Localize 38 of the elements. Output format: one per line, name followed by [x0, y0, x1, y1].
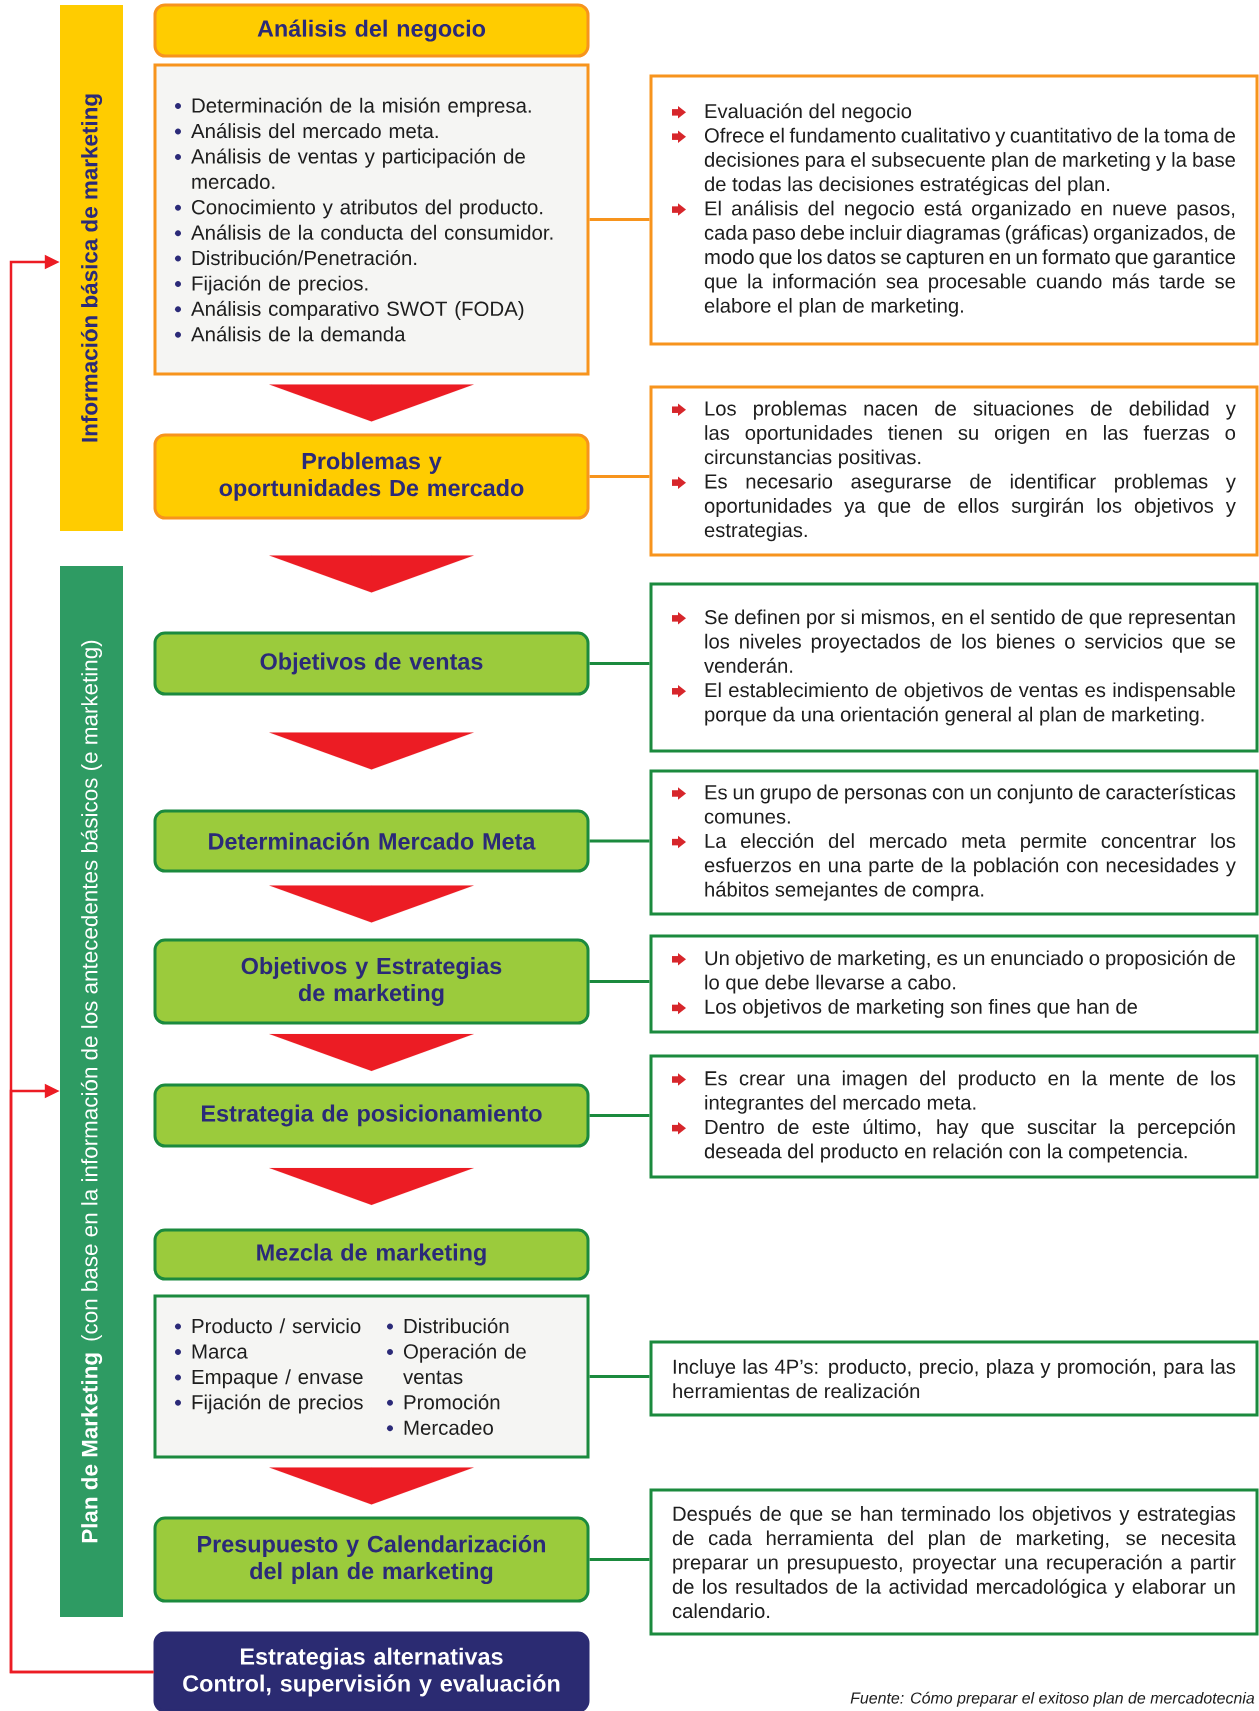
feedback-arrow: [9, 1083, 154, 1674]
step-box: Objetivos y Estrategias de marketing: [153, 938, 590, 1025]
connector-line: [589, 1375, 650, 1378]
description-box: Incluye las 4P’s: producto, precio, plaza y promoción, para las herramientas de realización: [649, 1340, 1259, 1417]
step-box: Mezcla de marketing: [153, 1228, 590, 1281]
chevron-arrow: [269, 1034, 474, 1071]
step-box: Objetivos de ventas: [153, 631, 590, 696]
side-band: Plan de Marketing (con base en la información de los antecedentes básicos (e marketing): [60, 566, 123, 1617]
connector-line: [589, 1114, 650, 1117]
chevron-arrow: [269, 885, 474, 923]
chevron-arrow: [269, 555, 474, 593]
bullet-list-box: Determinación de la misión empresa. Análisis del mercado meta. Análisis de ventas y participación de mercado. Conocimiento y atributos del producto. Análisis de la conducta del consumidor. Distribución/Penetración. Fijación de precios. Análisis comparativo SWOT (FODA) Análisis de la demanda: [153, 63, 590, 376]
connector-line: [589, 839, 650, 843]
connector-line: [589, 475, 650, 478]
chevron-arrow: [269, 732, 474, 770]
description-box: Se definen por si mismos, en el sentido de que representan los niveles proyectados de los bienes o servicios que se venderán. El establecimiento de objetivos de ventas es indispensable porque da una orientación general al plan de marketing.: [649, 582, 1259, 753]
description-box: Es un grupo de personas con un conjunto de características comunes. La elección del mercado meta permite concentrar los esfuerzos en una parte de la población con necesidades y hábitos semejantes de compra.: [649, 769, 1259, 916]
chevron-arrow: [269, 1168, 474, 1205]
step-box: Determinación Mercado Meta: [153, 809, 590, 873]
description-box: Un objetivo de marketing, es un enunciado o proposición de lo que debe llevarse a cabo. Los objetivos de marketing son fines que han de: [649, 934, 1259, 1034]
final-box: Estrategias alternativas Control, supervisión y evaluación: [153, 1631, 590, 1711]
description-box: Es crear una imagen del producto en la mente de los integrantes del mercado meta. Dentro de este último, hay que suscitar la percepción deseada del producto en relación con la competencia.: [649, 1054, 1259, 1179]
description-box: Los problemas nacen de situaciones de debilidad y las oportunidades tienen su origen en las fuerzas o circunstancias positivas. Es necesario asegurarse de identificar problemas y oportunidades ya que de ellos surgirán los objetivos y estrategias.: [649, 385, 1259, 557]
step-box: Estrategia de posicionamiento: [153, 1083, 590, 1148]
description-box: Evaluación del negocio Ofrece el fundamento cualitativo y cuantitativo de la toma de decisiones para el subsecuente plan de marketing y la base de todas las decisiones estratégicas del plan. El análisis del negocio está organizado en nueve pasos, cada paso debe incluir diagramas (gráficas) organizados, de modo que los datos se capturen en un formato que garantice que la información sea procesable cuando más tarde se elabore el plan de marketing.: [649, 74, 1259, 346]
step-box: Análisis del negocio: [153, 3, 590, 58]
source-note: Fuente: Cómo preparar el exitoso plan de mercadotecnia: [850, 1691, 1255, 1707]
step-box: Presupuesto y Calendarización del plan de marketing: [153, 1516, 590, 1603]
connector-line: [589, 1558, 650, 1561]
connector-line: [589, 980, 650, 983]
bullet-list-box: Producto / servicio Marca Empaque / envase Fijación de precios Distribución Operación de ventas Promoción Mercadeo: [153, 1294, 590, 1459]
chevron-arrow: [269, 384, 474, 422]
connector-line: [589, 662, 650, 665]
side-band: Información básica de marketing: [60, 5, 123, 531]
step-box: Problemas y oportunidades De mercado: [153, 433, 590, 520]
connector-line: [589, 218, 650, 221]
description-box: Después de que se han terminado los objetivos y estrategias de cada herramienta del plan de marketing, se necesita preparar un presupuesto, proyectar una recuperación a partir de los resultados de la actividad mercadológica y elaborar un calendario.: [649, 1488, 1259, 1636]
chevron-arrow: [269, 1467, 474, 1505]
